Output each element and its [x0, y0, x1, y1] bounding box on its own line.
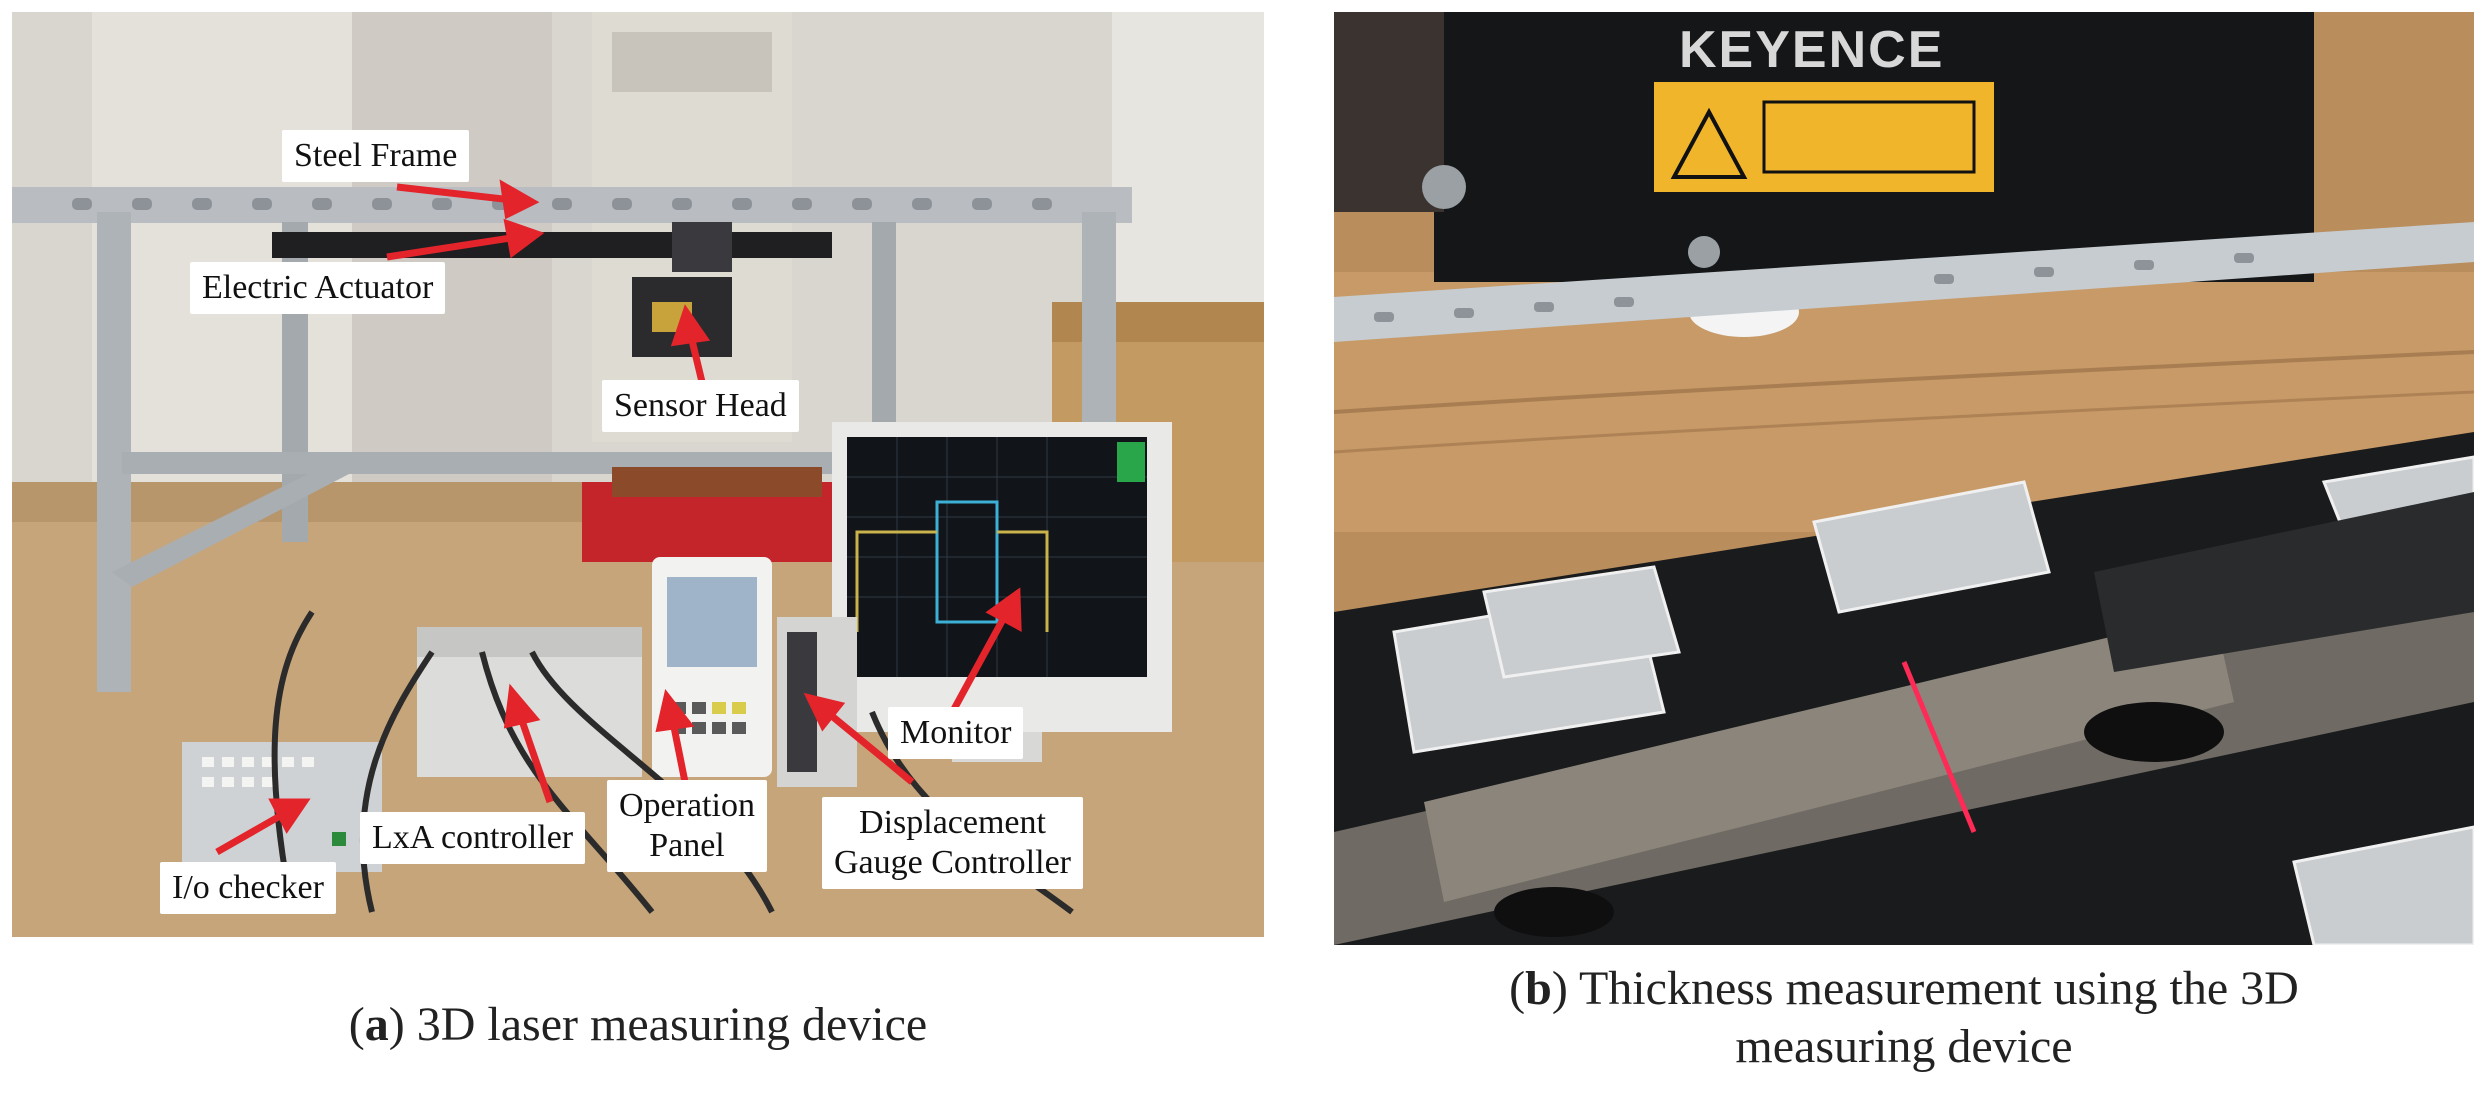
caption-b-line1-text: Thickness measurement using the 3D [1578, 962, 2299, 1015]
sensor-brand-text: KEYENCE [1679, 21, 1944, 79]
label-displacement-line1: Displacement [859, 804, 1046, 841]
label-lxa-controller: LxA controller [360, 812, 586, 864]
caption-a-letter: a [364, 998, 389, 1051]
label-operation-panel-line1: Operation [619, 787, 755, 824]
label-operation-panel: Operation Panel [607, 780, 767, 872]
caption-b-line2: measuring device [1735, 1020, 2073, 1073]
caption-b-letter: b [1525, 962, 1552, 1015]
caption-panel-b: (b) Thickness measurement using the 3D m… [1334, 960, 2474, 1076]
photo-thickness-measurement: KEYENCE [1334, 12, 2474, 945]
photo-a-illustration [12, 12, 1264, 937]
label-io-checker: I/o checker [160, 862, 336, 914]
label-displacement-gauge-controller: Displacement Gauge Controller [822, 797, 1083, 889]
label-operation-panel-line2: Panel [649, 827, 725, 864]
caption-a-text: 3D laser measuring device [416, 998, 928, 1051]
label-displacement-line2: Gauge Controller [834, 844, 1071, 881]
photo-b-illustration: KEYENCE [1334, 12, 2474, 945]
caption-b-line1: (b) Thickness measurement using the 3D [1509, 962, 2299, 1015]
photo-3d-laser-device: Steel Frame Electric Actuator Sensor Hea… [12, 12, 1264, 937]
label-electric-actuator: Electric Actuator [190, 262, 446, 314]
label-steel-frame: Steel Frame [282, 130, 470, 182]
label-sensor-head: Sensor Head [602, 380, 799, 432]
caption-panel-a: (a) 3D laser measuring device [348, 998, 928, 1051]
label-monitor: Monitor [888, 707, 1024, 759]
